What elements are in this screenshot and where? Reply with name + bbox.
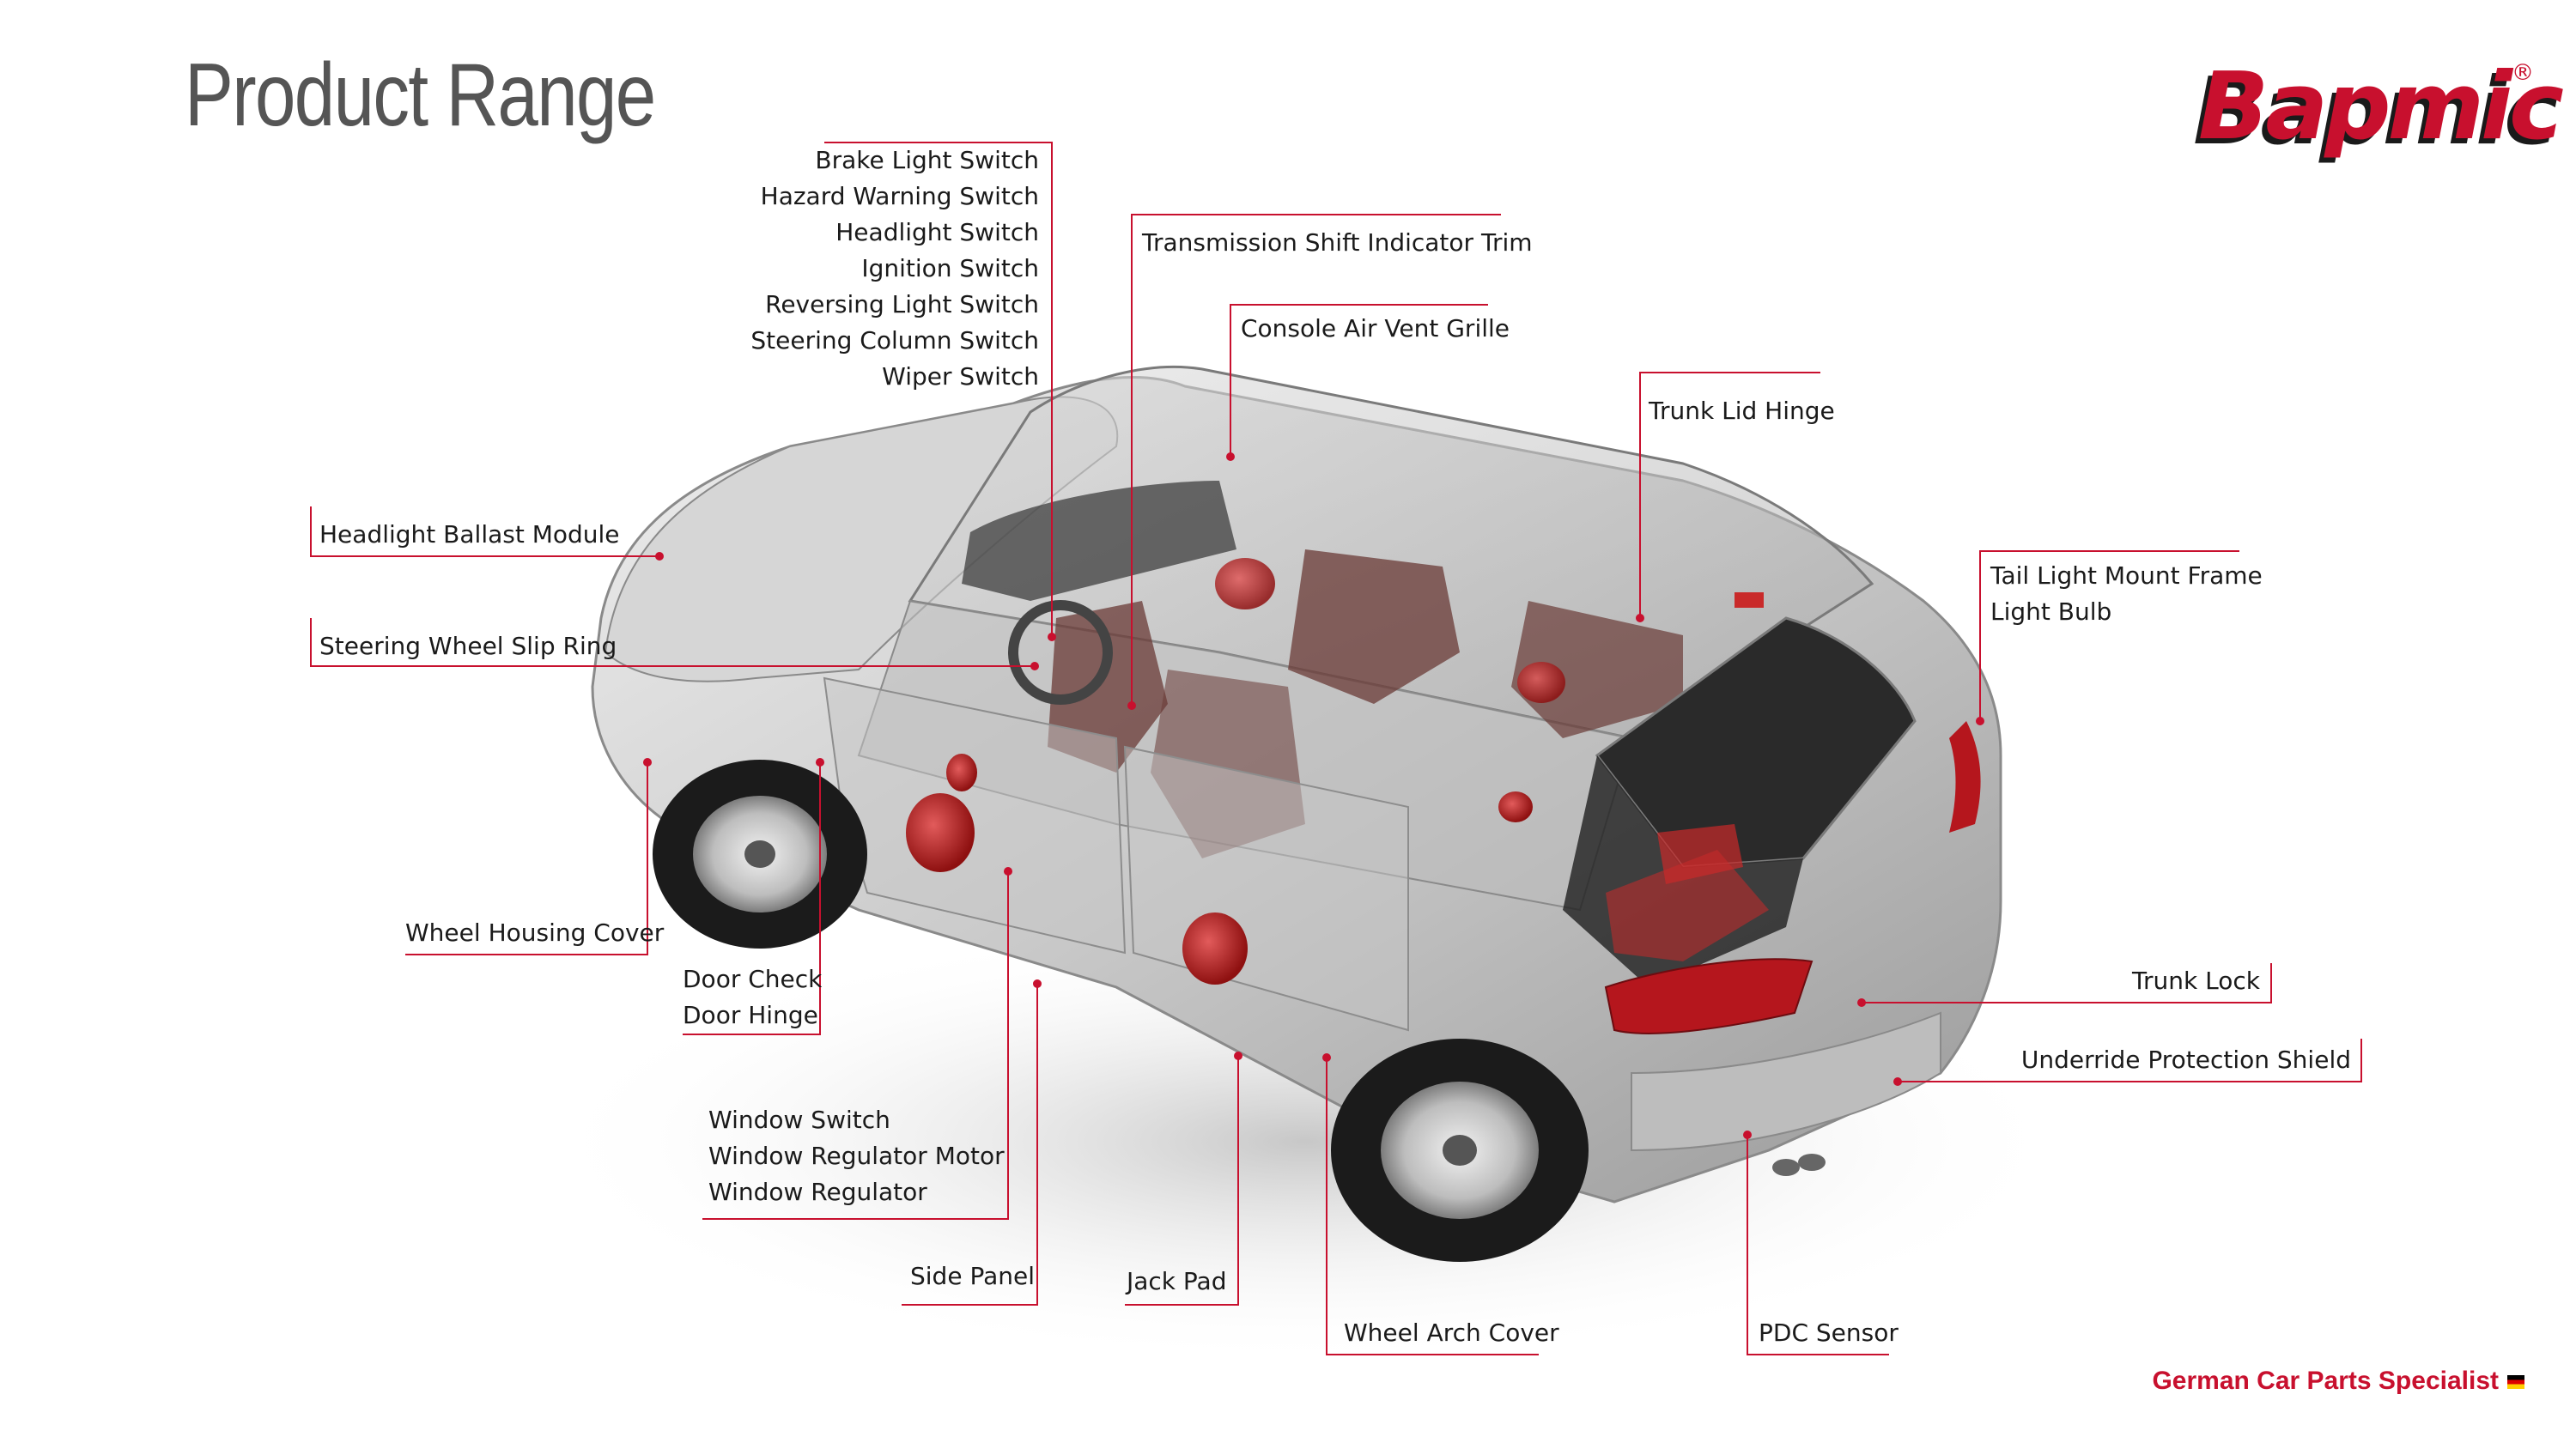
- callout-label-slip-ring-0: Steering Wheel Slip Ring: [319, 632, 617, 660]
- part-door-speaker-2: [946, 754, 977, 791]
- brand-tagline: German Car Parts Specialist: [2152, 1367, 2524, 1396]
- steering-wheel: [1008, 600, 1113, 705]
- part-trunk-lock-box: [1657, 824, 1743, 884]
- page-title: Product Range: [185, 45, 656, 145]
- callout-label-transmission-0: Transmission Shift Indicator Trim: [1141, 228, 1533, 257]
- callout-label-switches-3: Ignition Switch: [861, 254, 1039, 282]
- rear-bumper: [1631, 1011, 1941, 1152]
- callout-label-underride-0: Underride Protection Shield: [2021, 1046, 2351, 1074]
- leader-marker-trunk-hinge: [1636, 614, 1644, 622]
- part-tail-mount: [1735, 592, 1764, 608]
- leader-line-side-panel: [902, 984, 1038, 1306]
- exhaust-pipe: [1772, 1159, 1800, 1176]
- leader-marker-underride: [1893, 1077, 1902, 1086]
- leader-line-switches: [824, 142, 1053, 637]
- part-rear-speaker: [1182, 912, 1248, 985]
- leader-line-slip-ring: [310, 618, 1035, 667]
- leader-line-pdc: [1747, 1135, 1889, 1355]
- rear-wheel: [1331, 1039, 1589, 1262]
- callout-label-side-panel-0: Side Panel: [910, 1262, 1035, 1290]
- leader-marker-switches: [1048, 633, 1056, 641]
- leader-line-underride: [1898, 1039, 2362, 1082]
- exhaust-pipe-2: [1798, 1154, 1826, 1171]
- part-door-speaker: [906, 793, 975, 872]
- leader-marker-ballast: [655, 552, 664, 561]
- callout-label-trunk-hinge-0: Trunk Lid Hinge: [1648, 397, 1835, 425]
- callout-label-switches-1: Hazard Warning Switch: [761, 182, 1039, 210]
- leader-line-transmission: [1131, 214, 1501, 706]
- leader-marker-window: [1004, 867, 1012, 876]
- german-flag-icon: [2507, 1375, 2524, 1390]
- callout-label-tail-light-1: Light Bulb: [1990, 597, 2111, 626]
- callout-label-wheel-arch-0: Wheel Arch Cover: [1344, 1319, 1559, 1347]
- callout-label-jack-pad-0: Jack Pad: [1125, 1267, 1226, 1295]
- leader-marker-transmission: [1127, 701, 1136, 710]
- callout-label-door-0: Door Check: [683, 965, 823, 993]
- tail-light-right: [1604, 958, 1814, 1034]
- leader-line-trunk-lock: [1862, 963, 2272, 1003]
- part-trunk-lid: [1498, 791, 1533, 822]
- side-panel-front: [823, 676, 1127, 955]
- callout-label-wheel-housing-0: Wheel Housing Cover: [405, 919, 665, 947]
- tail-light-side: [1949, 721, 1981, 833]
- leader-line-door: [683, 762, 821, 1035]
- leader-marker-vent: [1226, 452, 1235, 461]
- leader-marker-wheel-housing: [643, 758, 652, 767]
- seat-rear-2: [1511, 601, 1683, 738]
- front-wheel: [653, 760, 867, 949]
- leader-marker-door: [816, 758, 824, 767]
- leader-marker-jack-pad: [1234, 1052, 1242, 1060]
- brand-logo: Bapmic ®: [2198, 53, 2564, 173]
- callout-label-ballast-0: Headlight Ballast Module: [319, 520, 620, 549]
- leader-line-tail-light: [1979, 550, 2239, 721]
- rear-window: [1595, 616, 1917, 869]
- callout-leaders: [310, 142, 2362, 1355]
- callout-label-switches-6: Wiper Switch: [882, 362, 1039, 391]
- callout-label-switches-0: Brake Light Switch: [815, 146, 1039, 174]
- leader-marker-side-panel: [1033, 979, 1042, 988]
- seat-rear: [1288, 549, 1460, 704]
- callout-label-switches-4: Reversing Light Switch: [765, 290, 1039, 318]
- callout-label-pdc-0: PDC Sensor: [1759, 1319, 1899, 1347]
- leader-line-window: [702, 871, 1009, 1220]
- leader-line-vent: [1230, 304, 1488, 457]
- callout-label-tail-light-0: Tail Light Mount Frame: [1990, 561, 2263, 590]
- callout-label-window-0: Window Switch: [708, 1106, 890, 1134]
- part-rear-shelf: [1517, 662, 1565, 703]
- leader-marker-pdc: [1743, 1131, 1752, 1139]
- brand-logo-text: Bapmic: [2198, 53, 2564, 161]
- callout-label-switches-2: Headlight Switch: [835, 218, 1039, 246]
- callout-label-trunk-lock-0: Trunk Lock: [2131, 967, 2261, 995]
- part-vent: [1215, 558, 1275, 609]
- dashboard: [962, 481, 1236, 601]
- part-trunk-box: [1606, 850, 1769, 961]
- trademark-symbol: ®: [2512, 60, 2534, 86]
- leader-marker-trunk-lock: [1857, 998, 1866, 1007]
- callout-label-vent-0: Console Air Vent Grille: [1241, 314, 1510, 343]
- leader-line-trunk-hinge: [1639, 372, 1820, 618]
- leader-marker-tail-light: [1976, 717, 1984, 725]
- callout-label-switches-5: Steering Column Switch: [750, 326, 1039, 355]
- leader-line-wheel-housing: [405, 762, 648, 955]
- leader-marker-slip-ring: [1030, 662, 1039, 670]
- leader-marker-wheel-arch: [1322, 1053, 1331, 1062]
- leader-line-wheel-arch: [1326, 1058, 1539, 1355]
- callout-label-door-1: Door Hinge: [683, 1001, 818, 1029]
- leader-line-jack-pad: [1125, 1056, 1239, 1306]
- callout-label-window-2: Window Regulator: [708, 1178, 927, 1206]
- leader-line-ballast: [310, 506, 659, 557]
- callout-label-window-1: Window Regulator Motor: [708, 1142, 1005, 1170]
- tagline-text: German Car Parts Specialist: [2152, 1367, 2499, 1395]
